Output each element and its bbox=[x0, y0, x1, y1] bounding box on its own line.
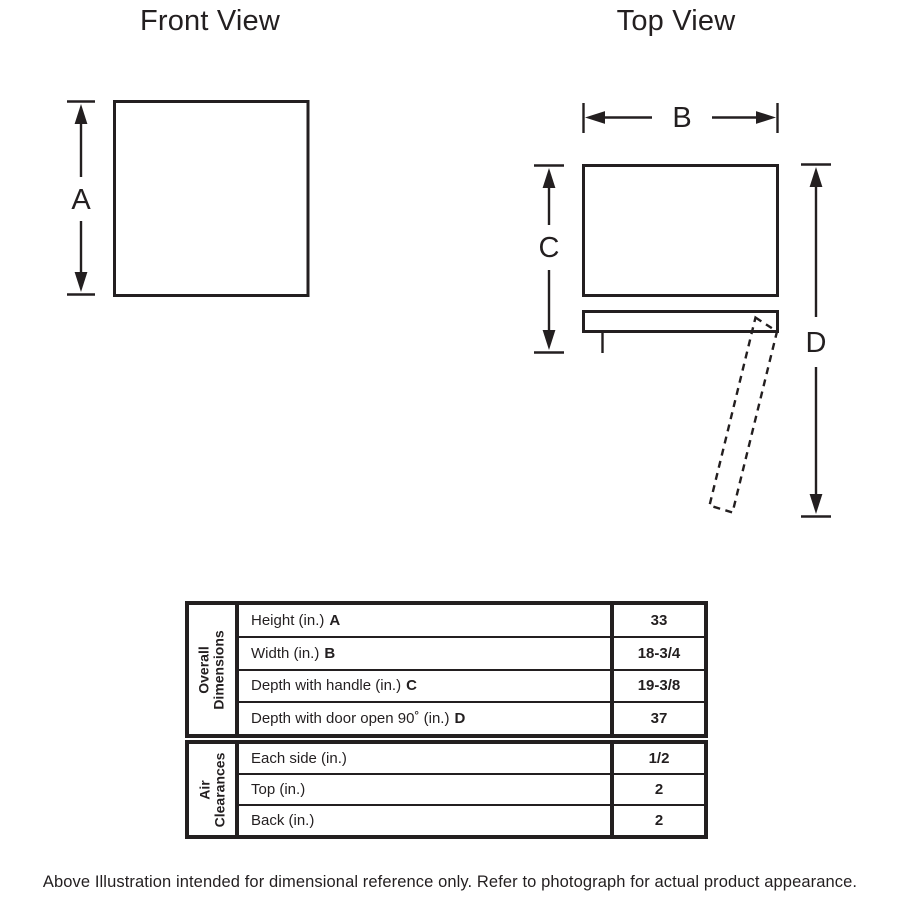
air-clearances-group-label: Air Clearances bbox=[196, 752, 227, 827]
dim-a-label: A bbox=[71, 184, 91, 216]
table-row-height: Height (in.) A bbox=[239, 605, 610, 638]
dim-b-right-arrow-icon bbox=[756, 111, 776, 124]
top-view-door-outline bbox=[582, 310, 779, 333]
air-clearances-value-column: 1/2 2 2 bbox=[610, 744, 704, 835]
table-row-depth-door-open: Depth with door open 90˚ (in.) D bbox=[251, 710, 466, 728]
dimension-a: A bbox=[67, 100, 95, 296]
air-clearances-section: Air Clearances Each side (in.) Top (in.)… bbox=[185, 740, 708, 839]
table-row-top: Top (in.) bbox=[239, 775, 610, 806]
dim-d-label: D bbox=[806, 327, 827, 359]
overall-dimensions-group-label: Overall Dimensions bbox=[196, 629, 228, 710]
value-back: 2 bbox=[654, 812, 664, 829]
table-row-depth-handle: Depth with handle (in.) C bbox=[239, 671, 610, 704]
dim-c-label: C bbox=[539, 232, 560, 264]
dim-a-down-arrow-icon bbox=[74, 272, 88, 292]
value-depth-handle: 19-3/8 bbox=[614, 671, 704, 704]
air-clearances-group-cell: Air Clearances bbox=[189, 744, 239, 835]
footnote-text: Above Illustration intended for dimensio… bbox=[42, 873, 858, 891]
top-view-door-open-dashed bbox=[708, 315, 779, 515]
top-view-cabinet-outline bbox=[582, 164, 779, 297]
overall-dimensions-group-cell: Overall Dimensions bbox=[189, 605, 239, 734]
dimension-diagram: A B C D bbox=[67, 100, 831, 518]
overall-dimensions-value-column: 33 18-3/4 19-3/8 37 bbox=[610, 605, 704, 734]
dim-b-label: B bbox=[672, 102, 691, 134]
value-width: 18-3/4 bbox=[614, 638, 704, 671]
dim-c-up-arrow-icon bbox=[542, 168, 556, 188]
value-top: 2 bbox=[614, 775, 704, 806]
table-row-each-side: Each side (in.) bbox=[239, 744, 610, 775]
top-view-title: Top View bbox=[616, 5, 736, 37]
dim-d-down-arrow-icon bbox=[809, 494, 823, 514]
air-clearances-desc-column: Each side (in.) Top (in.) Back (in.) bbox=[239, 744, 610, 835]
overall-dimensions-section: Overall Dimensions Height (in.) A Width … bbox=[185, 601, 708, 738]
table-row-back: Back (in.) bbox=[251, 812, 315, 829]
dim-d-up-arrow-icon bbox=[809, 167, 823, 187]
dim-c-down-arrow-icon bbox=[542, 330, 556, 350]
dimension-d: D bbox=[801, 163, 831, 518]
dimension-c: C bbox=[534, 164, 564, 354]
front-view-drawing bbox=[113, 100, 310, 297]
value-depth-door-open: 37 bbox=[650, 710, 668, 728]
overall-dimensions-desc-column: Height (in.) A Width (in.) B Depth with … bbox=[239, 605, 610, 734]
top-view-drawing bbox=[582, 164, 779, 515]
value-each-side: 1/2 bbox=[614, 744, 704, 775]
front-view-cabinet-outline bbox=[113, 100, 310, 297]
dimension-b: B bbox=[582, 102, 779, 134]
front-view-title: Front View bbox=[139, 5, 281, 37]
dim-b-left-arrow-icon bbox=[585, 111, 605, 124]
value-height: 33 bbox=[614, 605, 704, 638]
dim-a-up-arrow-icon bbox=[74, 104, 88, 124]
table-row-width: Width (in.) B bbox=[239, 638, 610, 671]
